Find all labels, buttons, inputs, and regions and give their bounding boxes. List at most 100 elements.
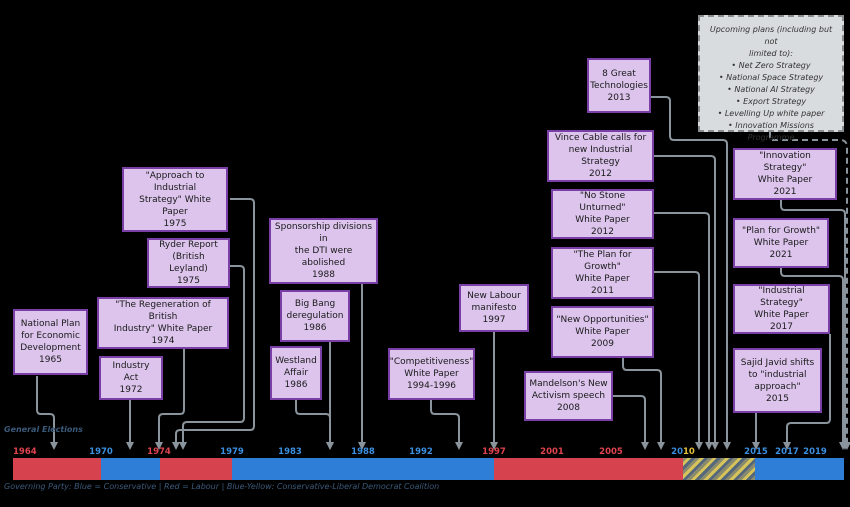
event-box-line: 2012 bbox=[591, 227, 614, 237]
event-box-line: White Paper bbox=[404, 369, 459, 379]
event-box-line: White Paper bbox=[575, 274, 630, 284]
connector-2009 bbox=[622, 358, 665, 450]
event-box-line: new Industrial Strategy bbox=[568, 145, 633, 167]
event-box-line: Affair bbox=[283, 368, 309, 378]
event-box-line: 2015 bbox=[766, 393, 789, 404]
event-box-line: 2021 bbox=[769, 250, 793, 260]
event-box-line: to "industrial bbox=[748, 369, 807, 380]
event-box-line: 2021 bbox=[773, 187, 797, 197]
event-box-line: the DTI were abolished bbox=[294, 246, 353, 268]
election-year-label: 1997 bbox=[482, 447, 506, 457]
governing-period-bar bbox=[683, 458, 755, 480]
event-box-line: 2008 bbox=[557, 403, 580, 413]
event-box-line: 1988 bbox=[312, 270, 335, 280]
event-box-line: National Plan bbox=[20, 319, 81, 329]
election-year-label: 1988 bbox=[351, 447, 375, 457]
event-box-line: 1972 bbox=[119, 385, 143, 395]
plans-line: • National Space Strategy bbox=[718, 73, 824, 82]
event-box-line: 8 Great bbox=[602, 68, 636, 79]
event-box-line: (British Leyland) bbox=[169, 252, 208, 274]
event-box-line: "No Stone Unturned" bbox=[579, 191, 626, 213]
event-box-line: 1994-1996 bbox=[406, 381, 457, 391]
governing-period-bar bbox=[101, 458, 160, 480]
event-box-2012v: Vince Cable calls for new Industrial Stra… bbox=[547, 130, 654, 182]
event-box-line: Big Bang bbox=[294, 299, 336, 309]
connector-2008 bbox=[613, 395, 649, 450]
governing-party-legend: Governing Party: Blue = Conservative | R… bbox=[4, 482, 440, 491]
governing-period-bar bbox=[232, 458, 494, 480]
event-box-line: deregulation bbox=[286, 311, 344, 321]
event-box-line: "Industrial Strategy" bbox=[758, 286, 805, 308]
election-year-label: 1974 bbox=[147, 447, 171, 457]
connector-2012s bbox=[654, 212, 713, 450]
plans-line: • Innovation Missions Programme bbox=[728, 121, 814, 142]
connector-1965 bbox=[36, 376, 58, 450]
event-box-1975r: Ryder Report(British Leyland)1975 bbox=[147, 238, 230, 288]
connector-2012v bbox=[654, 155, 719, 450]
event-box-2021p: "Plan for Growth" White Paper 2021 bbox=[733, 218, 829, 268]
event-box-line: "The Regeneration of British bbox=[115, 300, 211, 322]
connector-1974 bbox=[155, 349, 185, 450]
event-box-line: 1975 bbox=[163, 218, 187, 229]
plans-line: Upcoming plans (including but not bbox=[709, 25, 833, 46]
connector-plans bbox=[769, 132, 850, 450]
event-box-line: for Economic bbox=[21, 331, 80, 341]
plans-line: • Net Zero Strategy bbox=[731, 61, 811, 70]
election-year-label: 1983 bbox=[278, 447, 302, 457]
plans-line: limited to): bbox=[749, 49, 793, 58]
plans-line: • Levelling Up white paper bbox=[717, 109, 825, 118]
event-box-line: "Plan for Growth" bbox=[741, 226, 821, 236]
governing-period-bar bbox=[160, 458, 232, 480]
election-year-label: 1979 bbox=[220, 447, 244, 457]
event-box-line: Technologies bbox=[590, 80, 648, 91]
connector-2017 bbox=[783, 334, 831, 450]
event-box-line: Industry" White Paper bbox=[113, 324, 213, 334]
connector-1994 bbox=[430, 400, 463, 450]
event-box-line: White Paper bbox=[753, 238, 809, 248]
event-box-line: Sponsorship divisions in bbox=[274, 222, 373, 244]
event-box-line: White Paper bbox=[757, 175, 813, 185]
election-year-label: 2005 bbox=[599, 447, 623, 457]
upcoming-plans-box: Upcoming plans (including but not limite… bbox=[698, 15, 844, 142]
event-box-line: 2017 bbox=[770, 322, 793, 332]
event-box-line: 2013 bbox=[607, 92, 631, 103]
event-box-line: 1986 bbox=[284, 380, 308, 390]
event-box-line: 2009 bbox=[591, 339, 614, 349]
election-year-label: 2017 bbox=[775, 447, 799, 457]
general-elections-label: General Elections bbox=[4, 425, 83, 434]
event-box-line: approach" bbox=[754, 381, 801, 392]
event-box-line: White Paper bbox=[754, 310, 809, 320]
election-year-label: 2019 bbox=[803, 447, 827, 457]
governing-period-bar bbox=[13, 458, 101, 480]
event-box-line: 2012 bbox=[589, 169, 612, 179]
governing-period-bar bbox=[494, 458, 683, 480]
event-box-line: Activism speech bbox=[531, 391, 606, 401]
connector-1986w bbox=[295, 400, 334, 450]
event-box-1986b: Big Bang deregulation 1986 bbox=[280, 290, 350, 342]
event-box-line: Development bbox=[20, 343, 81, 353]
election-year-label: 1992 bbox=[409, 447, 433, 457]
event-box-2017: "Industrial Strategy" White Paper 2017 bbox=[733, 284, 830, 334]
governing-period-bar bbox=[755, 458, 844, 480]
event-box-line: New Labour bbox=[467, 291, 521, 301]
event-box-line: 1965 bbox=[39, 355, 62, 365]
event-box-line: Vince Cable calls for bbox=[554, 133, 647, 143]
connector-2021p bbox=[780, 268, 847, 450]
event-box-line: 1997 bbox=[482, 315, 506, 325]
election-year-label: 1970 bbox=[89, 447, 113, 457]
event-box-line: "Innovation Strategy" bbox=[759, 151, 811, 173]
event-box-line: 1975 bbox=[177, 276, 200, 286]
event-box-line: "Approach to Industrial bbox=[145, 170, 205, 193]
connector-1975r bbox=[179, 265, 245, 450]
event-box-line: 1986 bbox=[303, 323, 327, 333]
